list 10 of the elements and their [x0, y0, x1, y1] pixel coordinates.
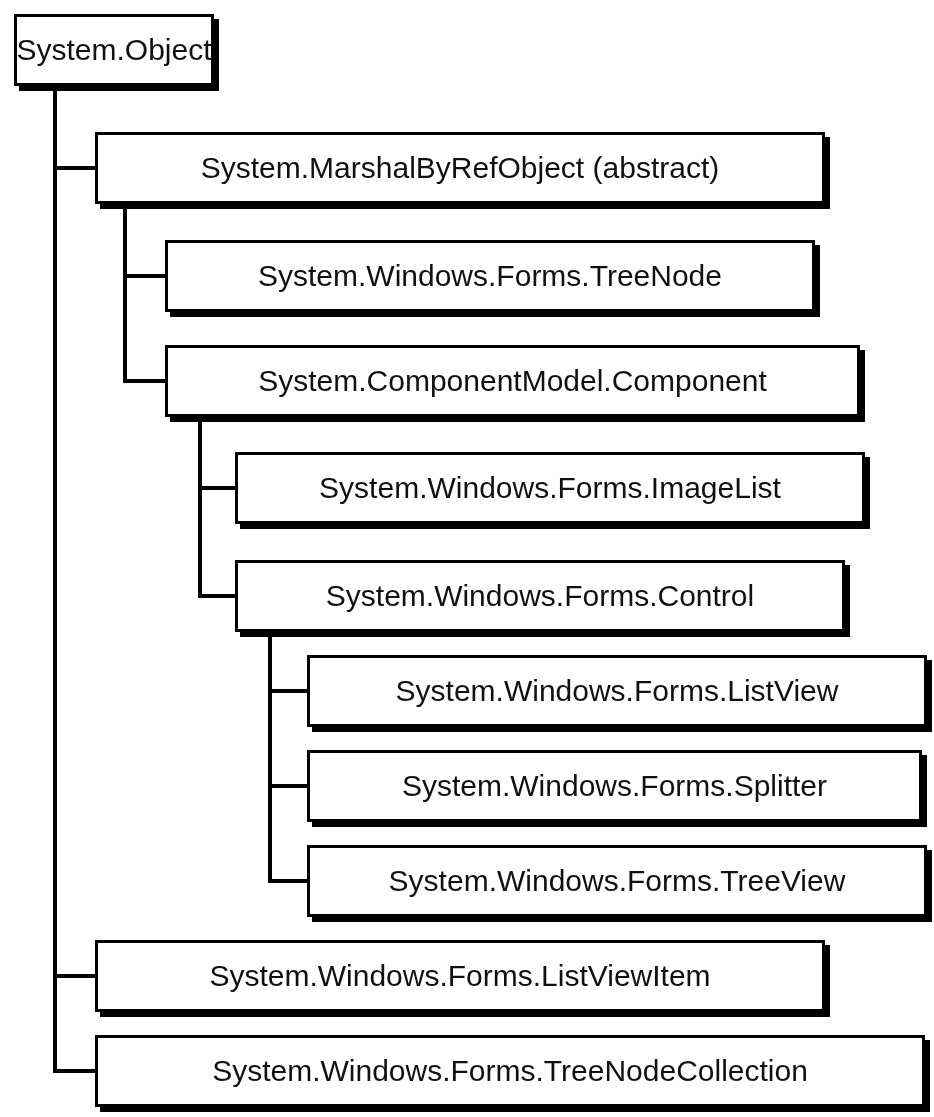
- class-name: System.Windows.Forms.Splitter: [401, 769, 828, 803]
- class-name: System.MarshalByRefObject (abstract): [200, 151, 720, 185]
- class-name: System.ComponentModel.Component: [258, 364, 767, 398]
- class-name: System.Windows.Forms.ListViewItem: [209, 959, 711, 993]
- class-name: System.Windows.Forms.TreeView: [388, 864, 846, 898]
- class-name: System.Windows.Forms.ListView: [395, 674, 839, 708]
- class-name: System.Windows.Forms.ImageList: [319, 471, 781, 505]
- class-name: System.Windows.Forms.Control: [325, 579, 755, 613]
- class-name: System.Windows.Forms.TreeNodeCollection: [212, 1054, 808, 1088]
- class-name: System.Windows.Forms.TreeNode: [258, 259, 722, 293]
